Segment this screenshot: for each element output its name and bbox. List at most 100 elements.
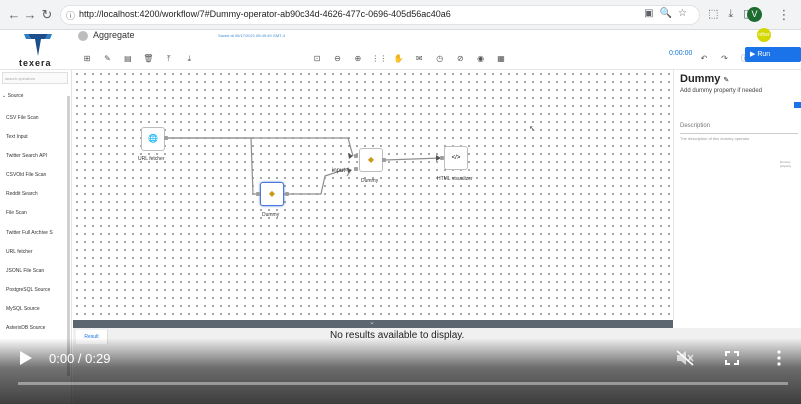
site-info-icon[interactable]: ⓘ — [66, 11, 76, 21]
property-subtitle: Add dummy property if needed — [680, 88, 763, 94]
texera-logo-icon — [24, 34, 52, 56]
edit-icon[interactable]: ✎ — [104, 54, 111, 63]
disable-icon[interactable]: ⊘ — [456, 54, 464, 63]
fullscreen-icon[interactable] — [725, 351, 739, 365]
link[interactable] — [168, 137, 258, 195]
operator-item[interactable]: Reddit Search — [6, 191, 38, 197]
delete-icon[interactable]: 🗑 — [143, 54, 154, 63]
download-icon[interactable]: ⤓ — [187, 54, 192, 63]
info-icon[interactable]: ⓘ — [738, 52, 752, 66]
operator-links — [168, 137, 442, 195]
more-options-icon[interactable] — [776, 350, 782, 366]
link[interactable] — [168, 137, 354, 157]
operator-node-dummy[interactable]: ◆ — [359, 148, 383, 172]
operator-item[interactable]: URL fetcher — [6, 249, 33, 255]
operator-item[interactable]: CSV File Scan — [6, 115, 39, 121]
description-input[interactable]: The description of this dummy operator — [680, 136, 750, 141]
description-underline — [680, 133, 798, 134]
input-port[interactable] — [440, 156, 444, 160]
link[interactable] — [287, 167, 350, 195]
operator-item[interactable]: MySQL Source — [6, 306, 40, 312]
edit-pencil-icon[interactable]: ✎ — [723, 77, 730, 84]
operator-item[interactable]: Text Input — [6, 134, 28, 140]
operator-node-dummy-selected[interactable]: ◆ — [260, 182, 284, 206]
export-icon[interactable]: ▦ — [497, 54, 505, 63]
execution-timer: 0:00:00 — [669, 50, 693, 57]
node-label: HTML visualizer — [437, 176, 473, 182]
node-label: URL fetcher — [138, 156, 165, 162]
operator-item[interactable]: Twitter Full Archive S — [6, 230, 53, 236]
property-panel: Dummy ✎ Add dummy property if needed Des… — [673, 70, 801, 320]
user-avatar[interactable]: other — [757, 28, 771, 42]
muted-speaker-icon[interactable] — [676, 350, 694, 366]
operator-item[interactable]: AsterixDB Source — [6, 325, 46, 331]
output-port[interactable] — [164, 136, 168, 140]
upload-icon[interactable]: ⤒ — [167, 54, 171, 63]
operator-item[interactable]: PostgreSQL Source — [6, 287, 51, 293]
profile-avatar[interactable]: V — [747, 7, 762, 22]
new-workflow-icon[interactable]: ⊞ — [83, 54, 91, 63]
arrow-icon — [436, 155, 441, 161]
fit-screen-icon[interactable]: ⊡ — [313, 54, 321, 63]
pan-icon[interactable]: ✋ — [393, 54, 404, 63]
history-icon[interactable]: ◷ — [436, 54, 444, 63]
workflow-name[interactable]: Aggregate — [93, 30, 135, 40]
layout-icon[interactable]: ⋮⋮ — [371, 54, 388, 63]
output-port[interactable] — [285, 192, 289, 196]
link[interactable] — [384, 157, 442, 161]
operator-item[interactable]: Twitter Search API — [6, 153, 48, 159]
browser-menu-icon[interactable]: ⋮ — [777, 7, 791, 22]
zoom-out-icon[interactable]: ⊖ — [334, 54, 341, 63]
logo-text: texera — [19, 58, 52, 68]
address-bar-actions[interactable]: ▣🔍☆ — [644, 8, 693, 19]
dummy-icon: ◆ — [268, 189, 276, 198]
result-panel-handle[interactable] — [73, 320, 673, 328]
video-time: 0:00 / 0:29 — [49, 351, 111, 366]
workflow-canvas[interactable]: 🌐 URL fetcher ◆ Dummy ◆ input- Dummy </>… — [73, 70, 673, 320]
operator-node-html-visualizer[interactable]: </> — [444, 146, 468, 170]
workflow-icon — [78, 31, 88, 41]
redo-icon[interactable]: ↷ — [721, 54, 728, 63]
arrow-icon — [347, 168, 352, 173]
globe-icon: 🌐 — [148, 134, 158, 143]
input-port[interactable] — [354, 167, 358, 171]
undo-icon[interactable]: ↶ — [700, 54, 708, 63]
zoom-in-icon[interactable]: ⊕ — [354, 54, 362, 63]
url-text: http://localhost:4200/workflow/7#Dummy-o… — [79, 9, 451, 19]
run-button[interactable]: ▶ Run — [745, 47, 801, 62]
reload-icon[interactable]: ↻ — [41, 7, 53, 22]
view-icon[interactable]: ◉ — [477, 54, 485, 63]
browser-extension-icons[interactable]: ⬚⤓▯ — [708, 8, 760, 20]
play-icon[interactable] — [18, 350, 34, 366]
input-port[interactable] — [256, 192, 260, 196]
source-section-header[interactable]: ⌄ Source — [2, 93, 24, 99]
operator-search-input[interactable]: search operators — [2, 72, 68, 84]
output-port[interactable] — [382, 158, 386, 162]
operator-node-url-fetcher[interactable]: 🌐 — [141, 127, 165, 151]
property-toggle[interactable] — [794, 102, 801, 108]
back-arrow-icon[interactable]: ← — [7, 7, 21, 22]
node-label: Dummy — [361, 178, 379, 184]
operator-panel-scrollbar[interactable] — [67, 96, 70, 376]
chevron-down-icon[interactable]: ⌄ — [369, 319, 375, 326]
toolbar-left: ⊞ ✎ ▤ 🗑 ⤒ ⤓ — [80, 48, 198, 63]
address-bar[interactable]: ⓘ http://localhost:4200/workflow/7#Dummy… — [60, 5, 700, 25]
video-progress-track[interactable] — [18, 382, 788, 385]
property-title: Dummy ✎ — [680, 73, 730, 85]
node-label: Dummy — [262, 212, 280, 218]
forward-arrow-icon[interactable]: → — [23, 7, 37, 22]
toolbar-mid: ⊡ ⊖ ⊕ ⋮⋮ ✋ ✉ ◷ ⊘ ◉ ▦ — [310, 48, 510, 63]
toolbar-right: ↶ ↷ ⓘ — [697, 48, 754, 66]
operator-item[interactable]: File Scan — [6, 210, 27, 216]
operator-item[interactable]: JSONL File Scan — [6, 268, 45, 274]
no-results-message: No results available to display. — [330, 330, 465, 341]
comment-icon[interactable]: ✉ — [415, 54, 423, 63]
play-circle-icon: ▶ — [750, 51, 758, 58]
mouse-cursor-icon: ↖ — [529, 124, 536, 133]
save-icon[interactable]: ▤ — [124, 54, 132, 63]
port-label: input- — [332, 168, 348, 174]
operator-item[interactable]: CSVOld File Scan — [6, 172, 47, 178]
input-port[interactable] — [354, 154, 358, 158]
description-label: Description — [680, 123, 711, 129]
